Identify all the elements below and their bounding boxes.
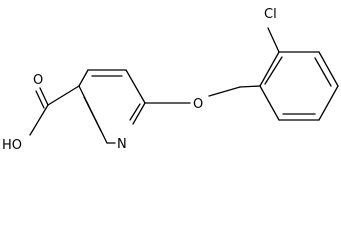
bond-ring-cl: [267, 27, 280, 53]
ring-bond-1: [78, 69, 89, 87]
bond-o-ch2: [208, 86, 241, 97]
structure-canvas: Cl O N O HO: [2, 7, 339, 153]
bond-c-oh: [29, 104, 49, 136]
benzene-bond-3: [318, 51, 339, 87]
carboxylic-acid-bonds: [29, 85, 80, 136]
benzene-ring: [259, 27, 339, 121]
benzene-bond-1: [259, 51, 280, 87]
chlorine-label: Cl: [264, 7, 277, 22]
benzene-bond-4: [318, 85, 339, 121]
carbonyl-oxygen-label: O: [33, 73, 43, 88]
ring-bond-6-inner: [83, 96, 102, 132]
benzene-bond-6: [259, 85, 280, 121]
benzene-bond-3-inner: [314, 57, 332, 87]
bond-c-o-double-b: [35, 90, 45, 109]
ether-linkage: [144, 85, 261, 104]
ring-bond-4-inner: [129, 103, 141, 121]
pyridine-nitrogen-label: N: [117, 137, 127, 152]
bond-ch2-ring: [239, 85, 261, 88]
benzene-bond-1-inner: [264, 56, 283, 85]
ring-bond-4: [132, 102, 146, 125]
bond-c-o-double-a: [39, 87, 49, 106]
pyridine-ring: [78, 69, 146, 144]
ring-bond-3: [125, 69, 146, 104]
molecule-drawing: Cl O N O HO: [2, 7, 339, 153]
hydroxyl-label: HO: [2, 138, 22, 153]
bond-c-ring: [47, 85, 80, 106]
ether-oxygen-label: O: [193, 97, 203, 112]
